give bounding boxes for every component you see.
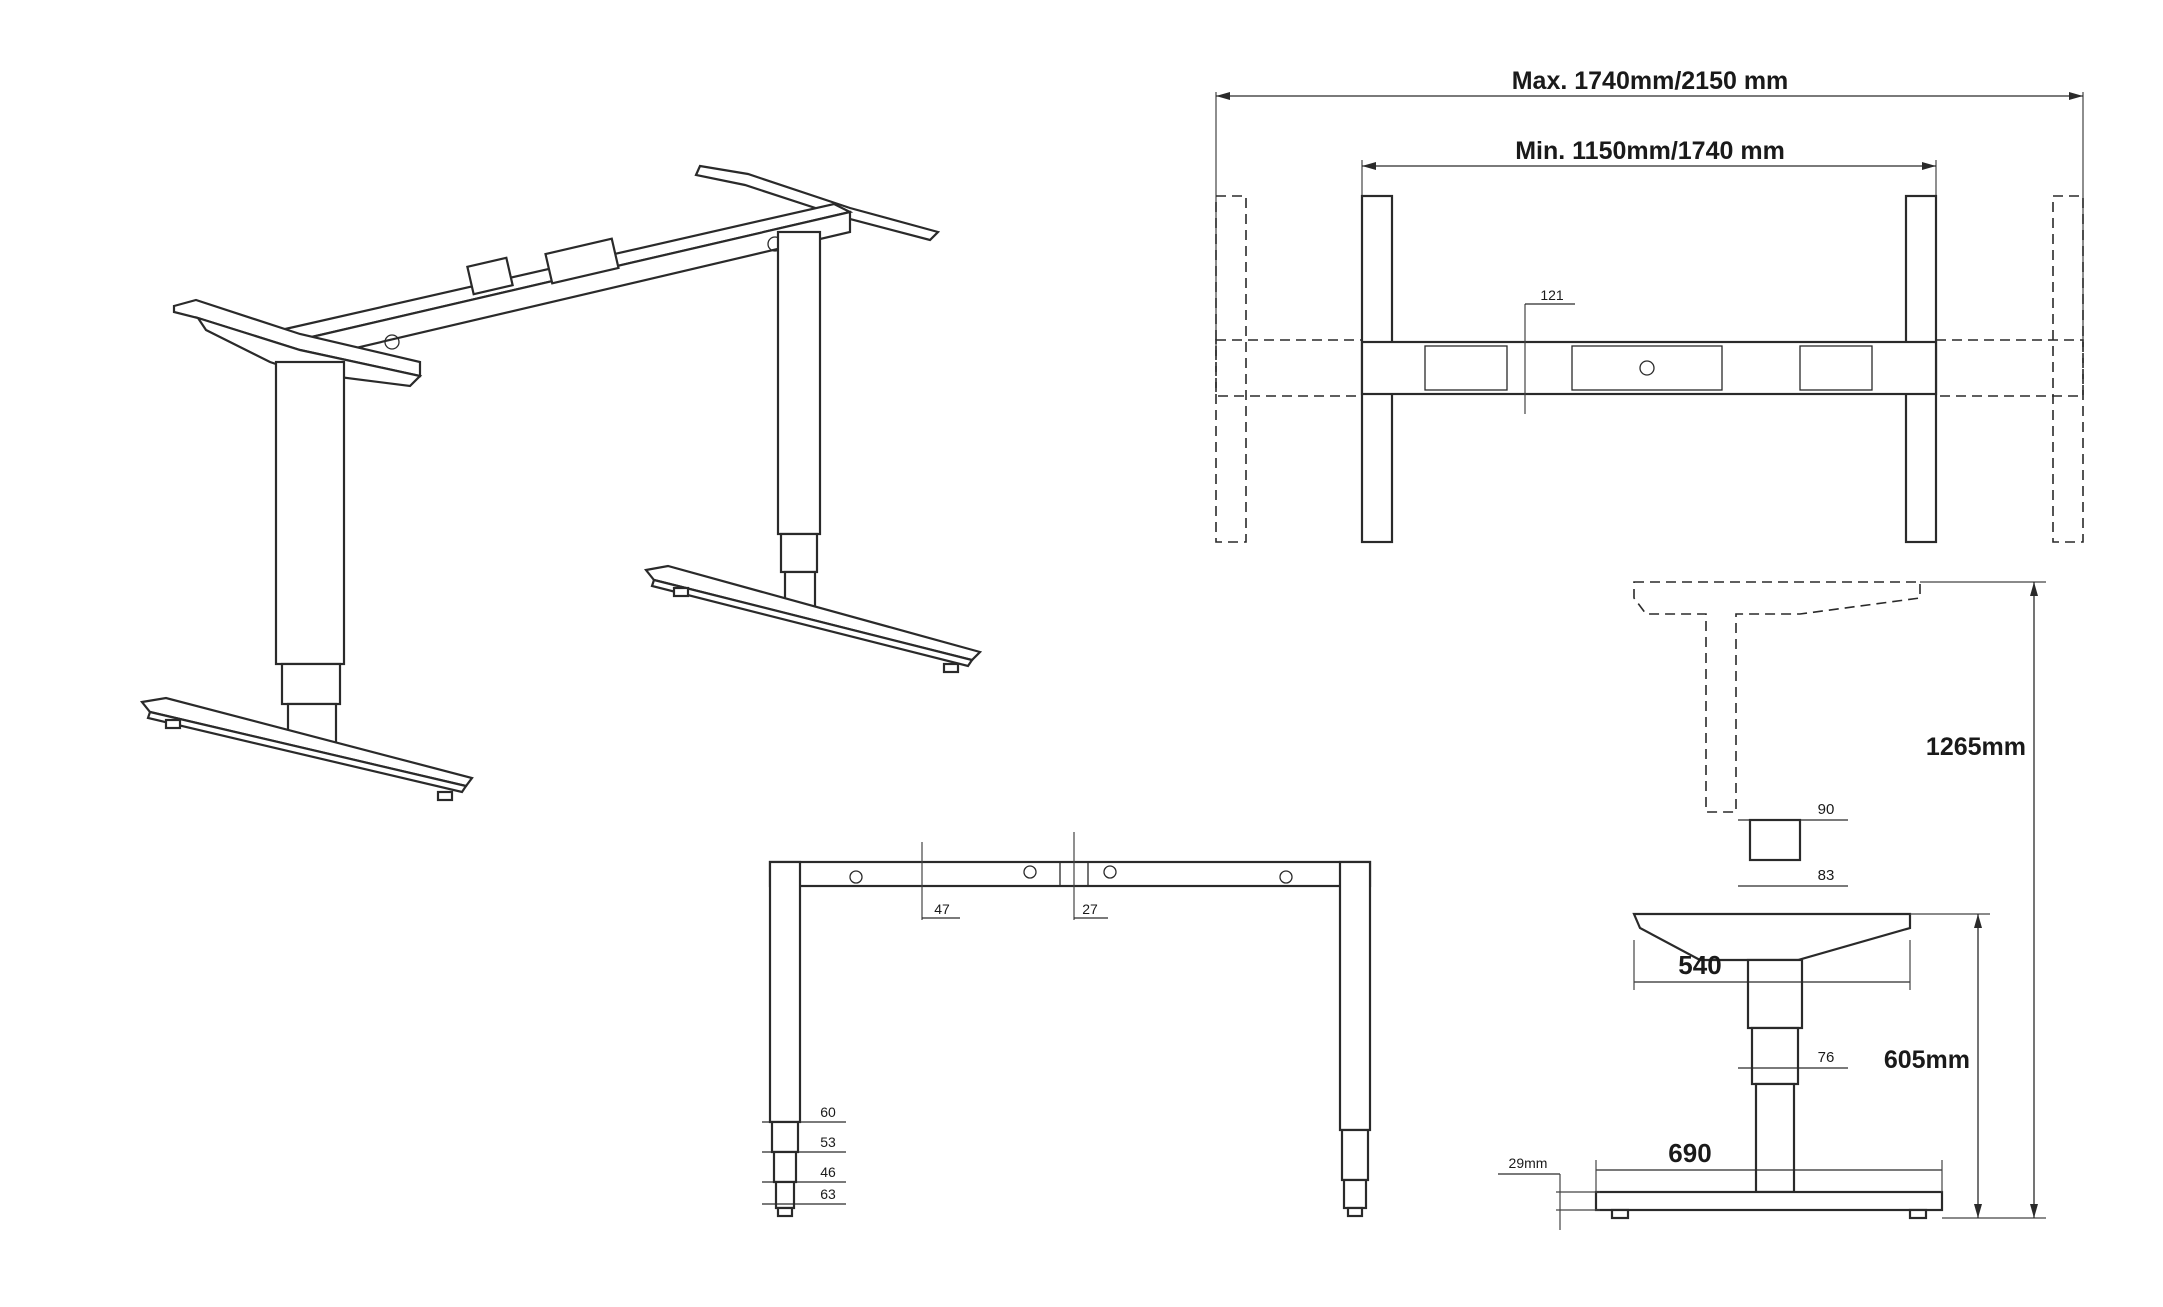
- side-glide-left: [1610, 1208, 1630, 1220]
- top-motor-right: [1799, 345, 1873, 391]
- front-top-rail: [768, 860, 1372, 888]
- iso-left-foot-side: [146, 710, 468, 794]
- front-rail-hole-4: [1279, 870, 1293, 884]
- max-width-label: Max. 1740mm/2150 mm: [1512, 67, 1789, 95]
- max-height-label: 1265mm: [1926, 733, 2026, 761]
- iso-right-foot-glide-1: [672, 586, 690, 598]
- iso-rear-bracket: [694, 164, 941, 242]
- iso-right-foot-side: [650, 578, 974, 668]
- front-right-glide: [1346, 1206, 1364, 1218]
- top-bracket-far-right: [2052, 195, 2084, 543]
- max-width-arrow-left: [1216, 92, 1230, 100]
- front-right-leg-mid: [1340, 1128, 1370, 1182]
- front-rail-hole-3: [1103, 865, 1117, 879]
- top-main-beam: [1360, 340, 1938, 396]
- front-rail-hole-1: [849, 870, 863, 884]
- iso-left-foot-top: [139, 696, 474, 788]
- min-height-label: 605mm: [1884, 1046, 1970, 1074]
- top-view: Max. 1740mm/2150 mm Min. 1150mm/1740 mm …: [1215, 67, 2084, 544]
- column-low-section-label: 76: [1818, 1049, 1835, 1066]
- side-view: 90 83 76 540 690 29mm 1265mm: [1498, 581, 2046, 1230]
- side-base-foot: [1594, 1190, 1944, 1212]
- isometric-view: [139, 164, 983, 802]
- iso-right-foot-glide-2: [942, 662, 960, 674]
- foot-length-base-label: 690: [1668, 1138, 1711, 1168]
- min-width-label: Min. 1150mm/1740 mm: [1515, 137, 1785, 165]
- front-beam-center-label: 27: [1082, 901, 1098, 917]
- front-left-leg-s2: [770, 1120, 800, 1154]
- beam-center-label: 121: [1540, 287, 1564, 303]
- leg-section-2-label: 53: [820, 1134, 836, 1150]
- side-top-bracket: [1632, 912, 1912, 962]
- iso-right-foot-top: [643, 564, 983, 662]
- top-motor-left: [1424, 345, 1508, 391]
- leg-section-1-label: 60: [820, 1104, 836, 1120]
- top-motor-center: [1571, 345, 1723, 391]
- leg-section-4-label: 63: [820, 1186, 836, 1202]
- top-beam-ext-left: [1215, 339, 1363, 397]
- top-bracket-far-left: [1215, 195, 1247, 543]
- max-height-arrow-top: [2030, 582, 2038, 596]
- front-view: 47 27 60 53 46 63: [762, 832, 1372, 1218]
- top-beam-ext-right: [1935, 339, 2084, 397]
- column-mid-section-label: 83: [1818, 867, 1835, 884]
- leg-section-3-label: 46: [820, 1164, 836, 1180]
- top-center-bolt: [1639, 360, 1655, 376]
- iso-left-leg-upper: [274, 360, 346, 666]
- front-right-leg-lower: [1342, 1178, 1368, 1210]
- iso-motor-box-1: [466, 256, 514, 296]
- iso-left-foot-glide-1: [164, 718, 182, 730]
- side-column-top-stub: [1748, 818, 1802, 862]
- foot-height-label: 29mm: [1509, 1155, 1548, 1171]
- min-height-arrow-top: [1974, 914, 1982, 928]
- side-column-upper: [1746, 958, 1804, 1030]
- foot-length-top-label: 540: [1678, 950, 1721, 980]
- front-rail-hole-2: [1023, 865, 1037, 879]
- max-height-arrow-bottom: [2030, 1204, 2038, 1218]
- iso-bolt-left: [384, 334, 400, 350]
- min-height-arrow-bottom: [1974, 1204, 1982, 1218]
- front-right-leg-upper: [1338, 860, 1372, 1132]
- iso-crossbeam-side: [288, 210, 852, 364]
- iso-left-leg-mid: [280, 662, 342, 706]
- iso-right-leg-mid: [779, 532, 819, 574]
- min-width-arrow-right: [1922, 162, 1936, 170]
- min-width-arrow-left: [1362, 162, 1376, 170]
- side-glide-right: [1908, 1208, 1928, 1220]
- side-extended-column: [1633, 581, 1921, 813]
- iso-front-bracket-side: [195, 316, 423, 388]
- iso-left-foot-glide-2: [436, 790, 454, 802]
- front-left-glide: [776, 1206, 794, 1218]
- side-column-lower: [1754, 1082, 1796, 1194]
- iso-motor-box-2: [544, 237, 620, 285]
- front-left-leg-s3: [772, 1150, 798, 1184]
- column-top-section-label: 90: [1818, 801, 1835, 818]
- front-beam-left-label: 47: [934, 901, 950, 917]
- iso-right-leg-upper: [776, 230, 822, 536]
- front-left-leg-upper: [768, 860, 802, 1124]
- side-column-mid: [1750, 1026, 1800, 1086]
- max-width-arrow-right: [2069, 92, 2083, 100]
